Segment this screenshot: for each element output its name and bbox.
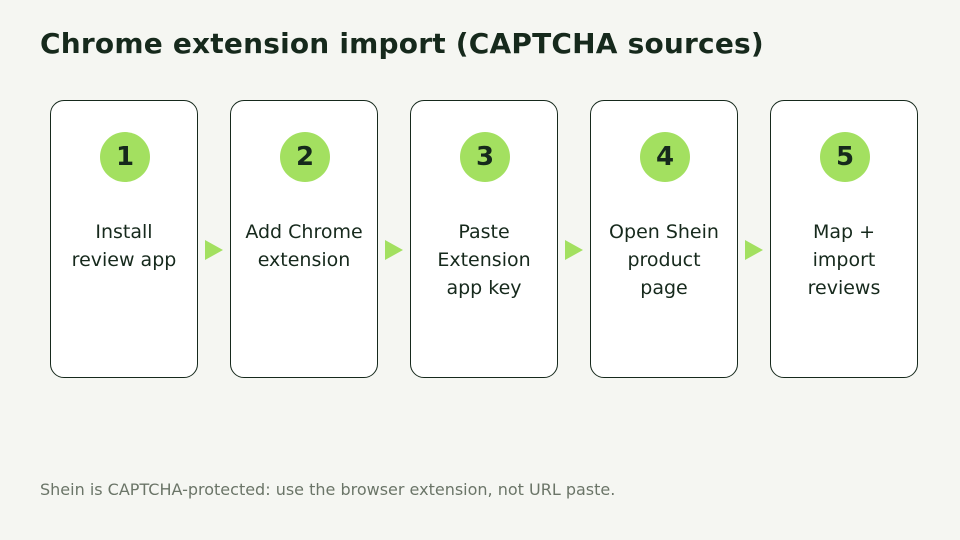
arrow-right-icon <box>745 240 763 260</box>
step-card-2: 2 Add Chrome extension <box>230 100 378 378</box>
step-label: Open Shein product page <box>609 221 719 299</box>
step-card-3: 3 Paste Extension app key <box>410 100 558 378</box>
step-number-badge: 3 <box>460 132 510 182</box>
step-label: Add Chrome extension <box>245 221 363 271</box>
arrow-right-icon <box>205 240 223 260</box>
step-label: Map + import reviews <box>807 221 881 299</box>
step-label: Install review app <box>71 221 177 271</box>
step-number-badge: 1 <box>100 132 150 182</box>
step-label: Paste Extension app key <box>437 221 531 299</box>
step-card-4: 4 Open Shein product page <box>590 100 738 378</box>
page-title: Chrome extension import (CAPTCHA sources… <box>40 27 764 60</box>
step-card-1: 1 Install review app <box>50 100 198 378</box>
step-number-badge: 2 <box>280 132 330 182</box>
step-number-badge: 5 <box>820 132 870 182</box>
arrow-right-icon <box>565 240 583 260</box>
footnote: Shein is CAPTCHA-protected: use the brow… <box>40 480 616 499</box>
arrow-right-icon <box>385 240 403 260</box>
step-card-5: 5 Map + import reviews <box>770 100 918 378</box>
step-number-badge: 4 <box>640 132 690 182</box>
